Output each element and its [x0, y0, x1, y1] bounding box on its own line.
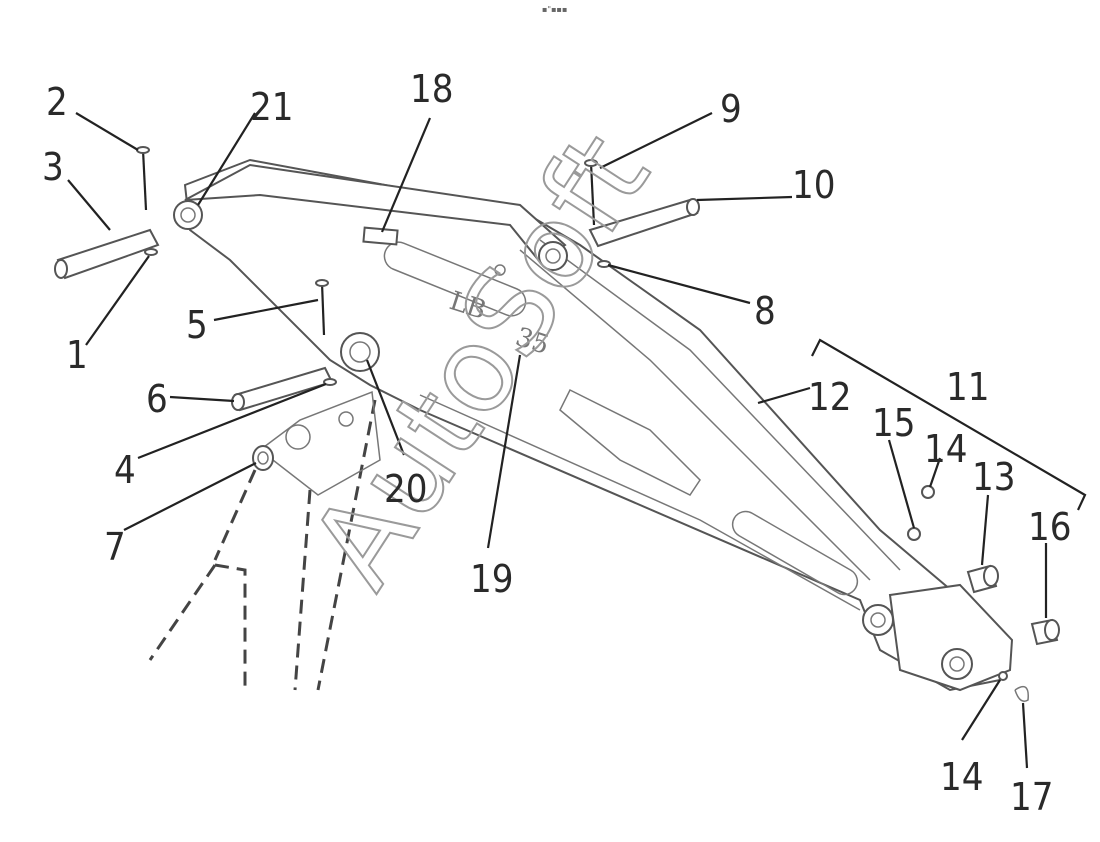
- callout-6: 6: [146, 377, 168, 421]
- pins: [54, 146, 1060, 702]
- callout-9: 9: [720, 87, 742, 131]
- header-mark: ▪"▪▪▪: [542, 5, 567, 14]
- callout-4: 4: [114, 448, 136, 492]
- callout-11: 11: [946, 365, 990, 409]
- callout-8: 8: [754, 289, 776, 333]
- boom-arm: [183, 158, 1014, 692]
- callout-17: 17: [1010, 775, 1054, 819]
- callout-labels: 1 2 3 4 5 6 7 8 9 10 11 12 13 14 14 15 1…: [42, 67, 1072, 819]
- callout-7: 7: [104, 525, 126, 569]
- callout-20: 20: [384, 467, 428, 511]
- callout-3: 3: [42, 145, 64, 189]
- callout-5: 5: [186, 303, 208, 347]
- pivot-bushings: [173, 200, 568, 372]
- callout-12: 12: [808, 375, 852, 419]
- callout-16: 16: [1028, 505, 1072, 549]
- callout-14-lower: 14: [940, 755, 984, 799]
- callout-18: 18: [410, 67, 454, 111]
- callout-19: 19: [470, 557, 514, 601]
- leader-lines: [67, 112, 1087, 769]
- callout-21: 21: [250, 85, 294, 129]
- callout-14: 14: [924, 427, 968, 471]
- callout-2: 2: [46, 80, 68, 124]
- callout-1: 1: [66, 333, 88, 377]
- callout-13: 13: [972, 455, 1016, 499]
- callout-10: 10: [792, 163, 836, 207]
- mounting-bracket-outline: [148, 390, 381, 691]
- callout-15: 15: [872, 401, 916, 445]
